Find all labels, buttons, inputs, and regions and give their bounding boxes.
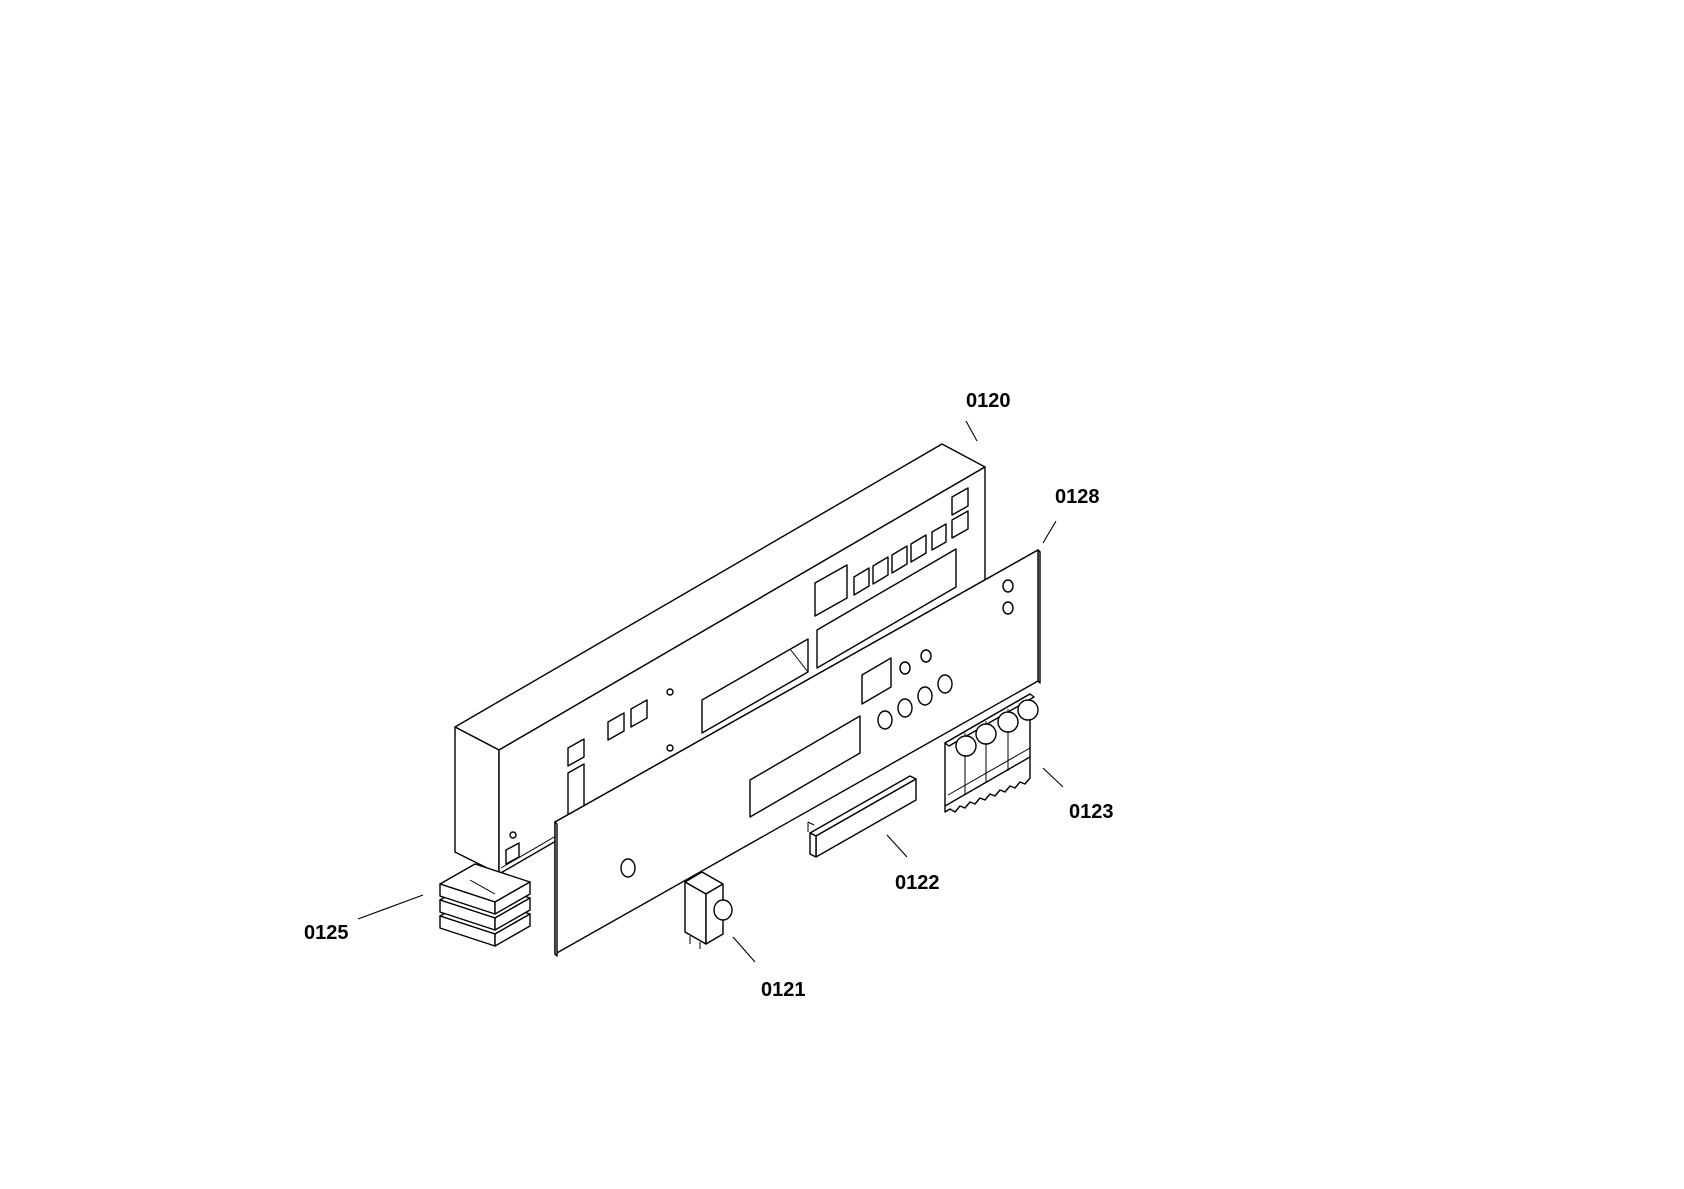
label-0121: 0121 bbox=[761, 979, 806, 1001]
part-0128-front-panel bbox=[554, 520, 1057, 957]
label-0123: 0123 bbox=[1069, 801, 1114, 823]
label-0125: 0125 bbox=[304, 922, 349, 944]
part-0122-clip-strip bbox=[807, 775, 917, 858]
part-0125-stacked-pads bbox=[357, 863, 531, 947]
label-0128: 0128 bbox=[1055, 486, 1100, 508]
part-0121-knob bbox=[684, 871, 756, 963]
part-0123-switch-block bbox=[944, 693, 1064, 813]
label-0120: 0120 bbox=[966, 390, 1011, 412]
part-0120-housing bbox=[454, 420, 986, 875]
label-0122: 0122 bbox=[895, 872, 940, 894]
